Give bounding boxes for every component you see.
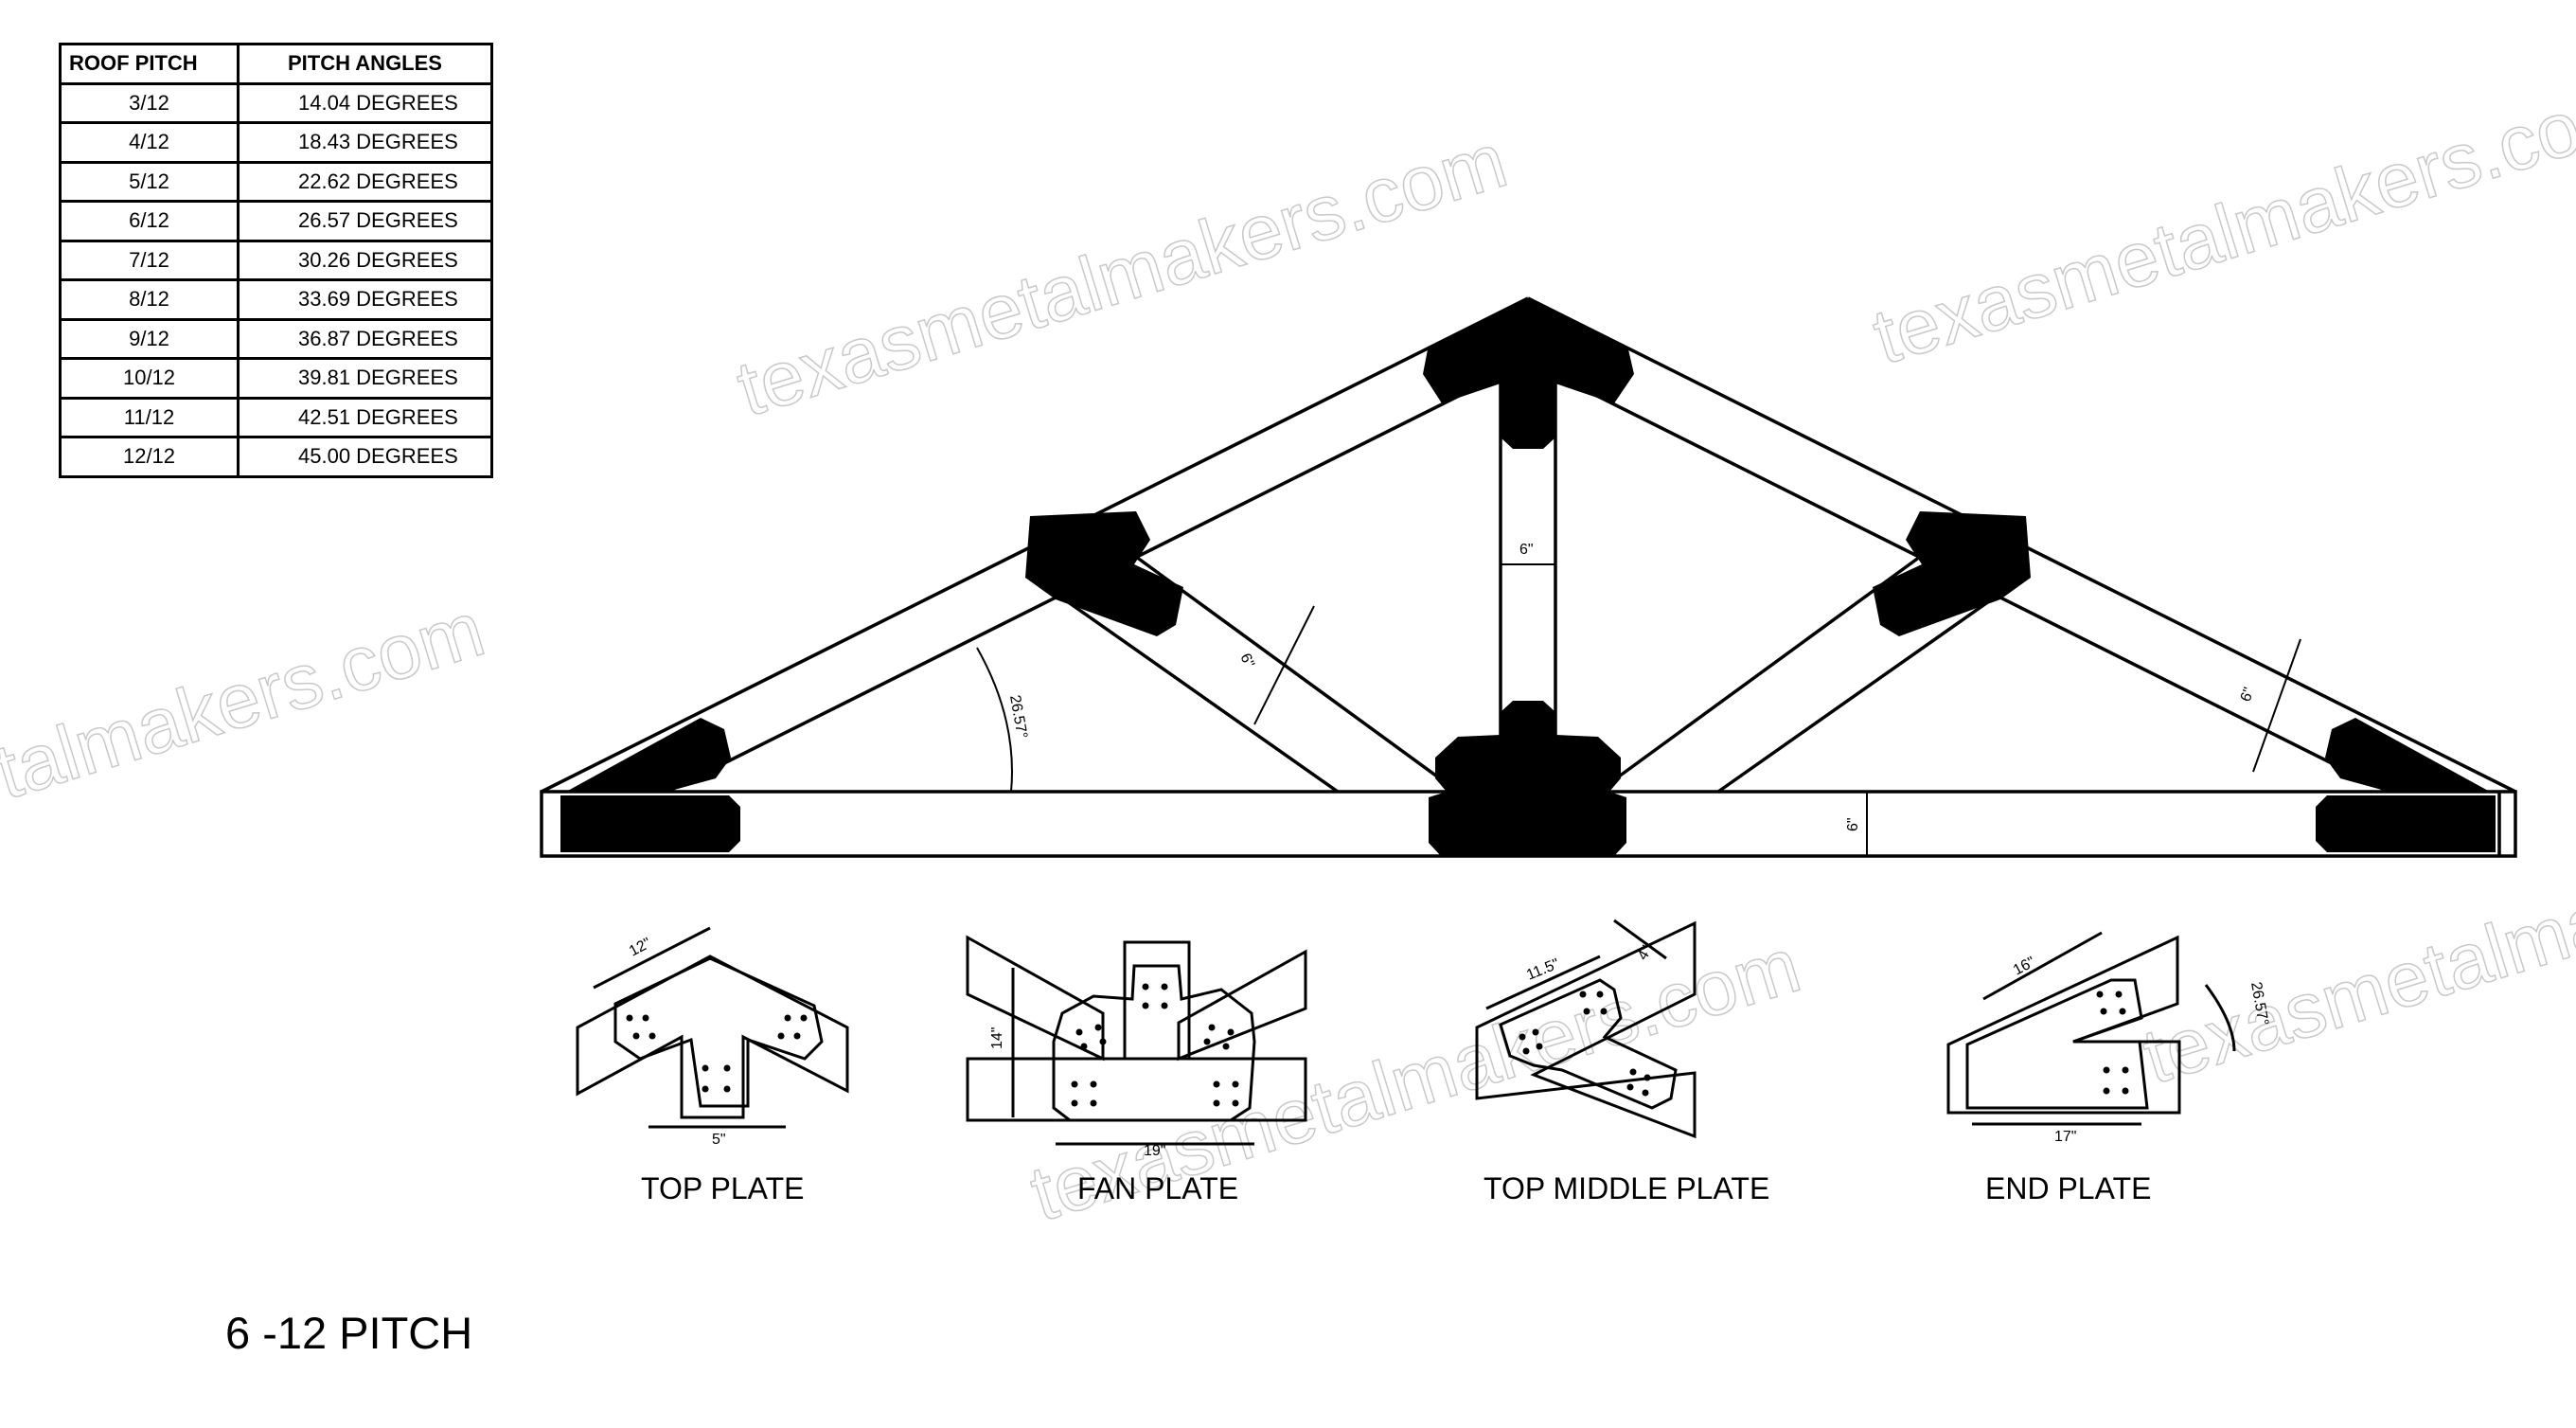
fan-plate-detail	[966, 935, 1307, 1146]
roof-pitch-cell: 8/12	[59, 278, 240, 321]
gusset-plates	[560, 299, 2496, 856]
top-plate-dim-top-label: 12"	[627, 935, 654, 959]
apex-gusset	[1423, 299, 1634, 449]
web-right-dim	[2252, 638, 2301, 773]
table-header-row: ROOF PITCH PITCH ANGLES	[59, 43, 493, 85]
end-plate-detail	[1946, 931, 2236, 1126]
top-plate-outline	[613, 956, 824, 1108]
pitch-angle-cell: 22.62 DEGREES	[237, 160, 493, 203]
left-heel-gusset	[566, 718, 731, 792]
dimension-labels: 26.57° 6" 6" 6" 6"	[1006, 542, 2258, 831]
right-heel-bottom-gusset	[2316, 795, 2496, 852]
center-fan-gusset	[1429, 701, 1626, 856]
fan-plate-outline	[1052, 964, 1256, 1122]
pitch-caption: 6 -12 PITCH	[225, 1308, 473, 1358]
pitch-angle-cell: 33.69 DEGREES	[237, 278, 493, 321]
top-plate-dim-top	[593, 926, 711, 990]
angle-label: 26.57°	[1006, 694, 1030, 741]
roof-pitch-cell: 3/12	[59, 81, 240, 124]
top-plate-beams	[576, 955, 849, 1119]
web-left-label: 6"	[1236, 652, 1257, 670]
end-plate-dim-top-label: 16"	[2011, 954, 2038, 978]
end-plate-dim-top	[1982, 931, 2103, 1001]
roof-pitch-cell: 10/12	[59, 357, 240, 400]
roof-pitch-cell: 5/12	[59, 160, 240, 203]
pitch-angle-cell: 14.04 DEGREES	[237, 81, 493, 124]
fan-plate-dim-side-label: 14"	[989, 1027, 1005, 1049]
watermark-3: texasmetalmakers.com	[0, 586, 493, 902]
web-left-upper	[1134, 555, 1460, 794]
top-middle-dim-a	[1485, 955, 1601, 1010]
web-right-upper	[1596, 555, 1922, 794]
pitch-angle-cell: 45.00 DEGREES	[237, 436, 493, 478]
top-middle-plate-outline	[1499, 978, 1678, 1110]
angle-arc	[976, 647, 1013, 793]
roof-pitch-cell: 4/12	[59, 121, 240, 164]
top-middle-dim-a-label: 11.5"	[1524, 956, 1561, 984]
top-middle-dim-b-label: 4"	[1635, 943, 1656, 963]
top-plate-detail	[576, 926, 849, 1129]
roof-pitch-cell: 7/12	[59, 239, 240, 281]
pitch-angle-cell: 18.43 DEGREES	[237, 121, 493, 164]
king-post-label: 6"	[1519, 542, 1534, 558]
top-middle-plate-caption: TOP MIDDLE PLATE	[1483, 1171, 1770, 1205]
end-plate-caption: END PLATE	[1985, 1171, 2152, 1205]
top-middle-plate-detail	[1475, 919, 1697, 1139]
right-heel-gusset	[2325, 718, 2490, 792]
pitch-angle-cell: 42.51 DEGREES	[237, 396, 493, 438]
end-plate-outline	[1965, 978, 2149, 1110]
end-plate-dim-arc	[2204, 984, 2236, 1052]
top-plate-caption: TOP PLATE	[641, 1171, 805, 1205]
top-middle-plate-holes	[1519, 991, 1651, 1097]
top-middle-plate-beams	[1475, 920, 1697, 1139]
header-pitch-angles: PITCH ANGLES	[237, 43, 493, 85]
header-roof-pitch: ROOF PITCH	[59, 43, 240, 85]
end-plate-holes	[2096, 991, 2129, 1095]
top-middle-dim-b	[1613, 919, 1667, 960]
web-left-lower	[1058, 595, 1340, 794]
fan-plate-left-web	[966, 935, 1105, 1062]
roof-pitch-cell: 9/12	[59, 317, 240, 360]
top-plate-dim-bottom-label: 5"	[712, 1132, 726, 1148]
watermark-1: texasmetalmakers.com	[728, 117, 1517, 434]
web-left-dim	[1253, 605, 1315, 725]
fan-plate-caption: FAN PLATE	[1077, 1171, 1239, 1205]
fan-plate-dim-bottom-label: 19"	[1144, 1143, 1165, 1159]
top-plate-holes	[626, 1014, 808, 1093]
web-right-label: 6"	[2238, 686, 2258, 705]
chord-label: 6"	[1845, 817, 1861, 831]
left-gusset	[1025, 511, 1183, 636]
fan-plate-holes	[1071, 983, 1239, 1107]
web-right-lower	[1716, 595, 1998, 794]
right-gusset	[1873, 511, 2031, 636]
watermark-layer: texasmetalmakers.com texasmetalmakers.co…	[0, 64, 2576, 1239]
pitch-angle-cell: 36.87 DEGREES	[237, 317, 493, 360]
roof-pitch-cell: 11/12	[59, 396, 240, 438]
fan-plate-post	[1123, 940, 1191, 1061]
roof-pitch-cell: 12/12	[59, 436, 240, 478]
watermark-2: texasmetalmakers.com	[1864, 65, 2576, 382]
roof-pitch-cell: 6/12	[59, 200, 240, 242]
left-heel-bottom-gusset	[560, 795, 740, 852]
pitch-angle-cell: 39.81 DEGREES	[237, 357, 493, 400]
pitch-angle-cell: 30.26 DEGREES	[237, 239, 493, 281]
dimension-lines	[976, 563, 2301, 856]
end-plate-dim-bottom-label: 17"	[2054, 1129, 2076, 1145]
pitch-angle-cell: 26.57 DEGREES	[237, 200, 493, 242]
